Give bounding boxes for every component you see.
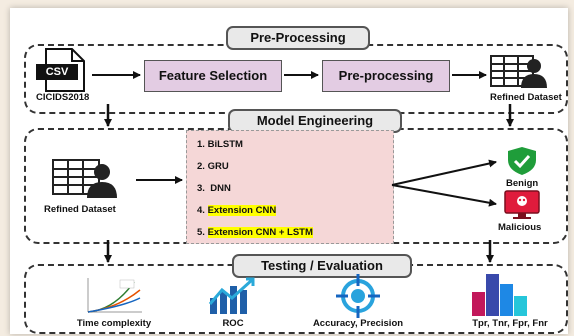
feature-selection-box: Feature Selection (144, 60, 282, 92)
refined-dataset-icon (490, 55, 547, 88)
malicious-monitor-icon (504, 190, 540, 219)
benign-label: Benign (506, 178, 539, 189)
model-item: 2. GRU (197, 161, 229, 172)
metric-label-accuracy: Accuracy, Precision (312, 318, 404, 329)
time-complexity-chart-icon (87, 278, 142, 313)
model-list-box: 1. BiLSTM 2. GRU 3. DNN 4. Extension CNN… (186, 130, 394, 244)
roc-chart-icon (208, 277, 255, 314)
model-item: 1. BiLSTM (197, 139, 243, 150)
malicious-label: Malicious (498, 222, 542, 233)
refined-dataset-label-top: Refined Dataset (490, 92, 562, 103)
metric-label-roc: ROC (222, 318, 244, 329)
metric-label-time: Time complexity (76, 318, 152, 329)
metric-label-rates: Tpr, Tnr, Fpr, Fnr (472, 318, 548, 329)
preprocessing-section (24, 44, 568, 114)
target-crosshair-icon (336, 274, 380, 318)
testing-title: Testing / Evaluation (232, 254, 412, 278)
refined-dataset-label: Refined Dataset (44, 204, 116, 215)
model-item: 3. DNN (197, 183, 231, 194)
preprocessing-title: Pre-Processing (226, 26, 370, 50)
preprocessing-box: Pre-processing (322, 60, 450, 92)
csv-dataset-label: CICIDS2018 (36, 92, 90, 103)
shield-check-icon (508, 147, 536, 175)
csv-badge: CSV (36, 64, 78, 80)
refined-dataset-icon (52, 159, 117, 198)
model-item: 4. Extension CNN (197, 205, 277, 216)
model-item: 5. Extension CNN + LSTM (197, 227, 313, 238)
bar-chart-icon (472, 274, 527, 316)
